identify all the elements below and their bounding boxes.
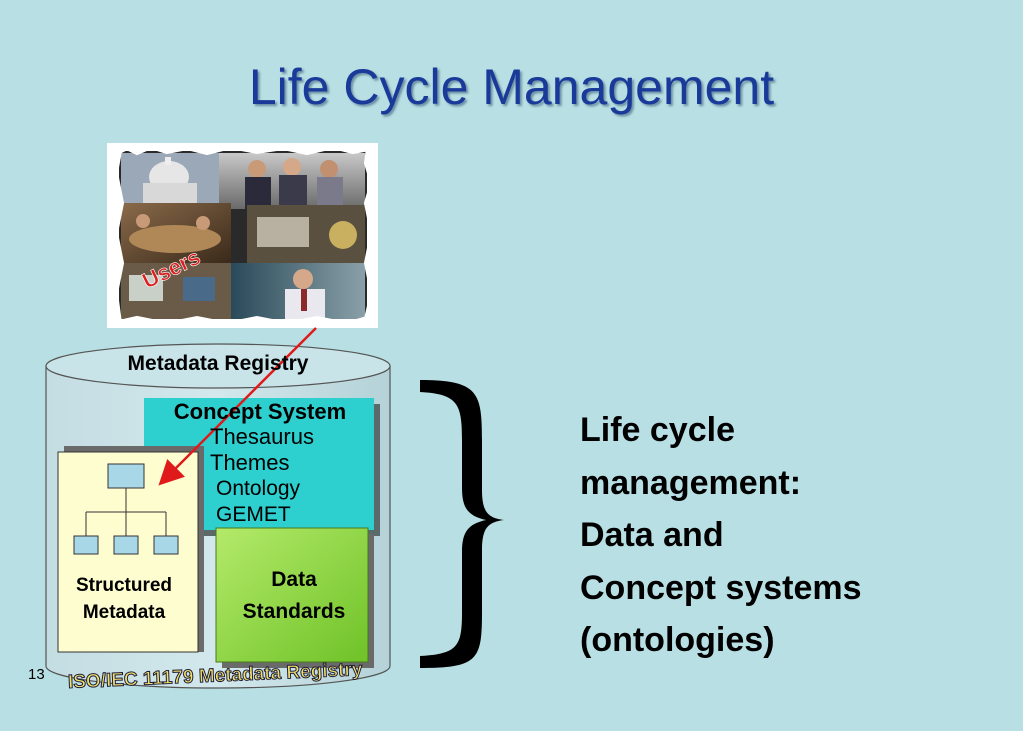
tree-root-node bbox=[107, 463, 145, 489]
concept-item-themes: Themes bbox=[210, 450, 290, 475]
standards-label-line2: Standards bbox=[242, 600, 346, 623]
concept-system-items: Thesaurus Themes Ontology GEMET bbox=[210, 424, 314, 528]
side-text-line: management: bbox=[580, 463, 802, 502]
users-arrow bbox=[158, 327, 317, 486]
tree-child-node bbox=[73, 535, 99, 555]
concept-item-gemet: GEMET bbox=[216, 503, 291, 526]
tree-child-node bbox=[113, 535, 139, 555]
slide-title: Life Cycle Management bbox=[248, 59, 775, 115]
side-text-line: Concept systems bbox=[580, 568, 862, 607]
side-text-line: Life cycle bbox=[580, 411, 735, 449]
standards-label-line1: Data bbox=[271, 568, 317, 591]
users-photo-collage: Users bbox=[107, 142, 378, 329]
tree-child-node bbox=[153, 535, 179, 555]
side-description: Life cycle management: Data and Concept … bbox=[580, 404, 980, 667]
concept-item-thesaurus: Thesaurus bbox=[210, 424, 314, 449]
collage-image: Users bbox=[111, 142, 377, 329]
structured-label-line1: Structured bbox=[75, 575, 173, 596]
data-standards-box bbox=[215, 527, 374, 668]
side-text-line: (ontologies) bbox=[580, 621, 775, 659]
curly-brace bbox=[420, 380, 504, 668]
page-number: 13 bbox=[28, 666, 45, 683]
structured-label-line2: Metadata bbox=[82, 602, 166, 623]
concept-system-title: Concept System bbox=[173, 399, 347, 424]
data-standards-label: Data Standards bbox=[218, 564, 370, 628]
registry-label: Metadata Registry bbox=[127, 352, 309, 375]
concept-item-ontology: Ontology bbox=[216, 477, 301, 500]
side-text-line: Data and bbox=[580, 516, 724, 554]
structured-metadata-label: Structured Metadata bbox=[58, 572, 190, 626]
